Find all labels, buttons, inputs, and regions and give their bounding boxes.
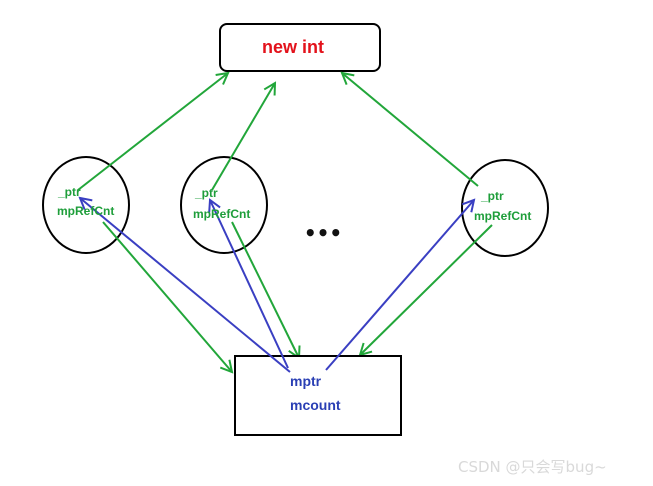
refcnt3-label: mpRefCnt	[474, 209, 531, 223]
smart-ptr-circle-1	[42, 156, 130, 254]
mptr-to-ptr2-arrow	[210, 200, 289, 369]
refcnt1-to-box-arrow	[102, 221, 232, 372]
refcnt3-to-box-arrow	[360, 224, 493, 355]
mcount-label: mcount	[290, 397, 341, 413]
new-int-label: new int	[262, 37, 324, 57]
refcnt2-to-box-arrow	[231, 221, 299, 358]
ptr2-to-newint-arrow	[211, 83, 275, 191]
new-int-box	[219, 23, 381, 72]
ptr3-to-newint-arrow	[342, 73, 479, 187]
refcount-box	[234, 355, 402, 436]
refcnt1-label: mpRefCnt	[57, 204, 114, 218]
mptr-label: mptr	[290, 373, 322, 389]
watermark: CSDN @只会写bug~	[458, 458, 607, 476]
ptr3-label: _ptr	[480, 189, 504, 203]
ptr2-label: _ptr	[194, 186, 218, 200]
ptr1-to-newint-arrow	[77, 73, 228, 191]
mptr-to-ptr3-arrow	[325, 200, 474, 371]
ptr1-label: _ptr	[57, 185, 81, 199]
mptr-to-ptr1-arrow	[80, 198, 291, 373]
smart-ptr-circle-2	[180, 156, 268, 254]
refcnt2-label: mpRefCnt	[193, 207, 250, 221]
more-pointers-ellipsis: •••	[304, 221, 342, 245]
